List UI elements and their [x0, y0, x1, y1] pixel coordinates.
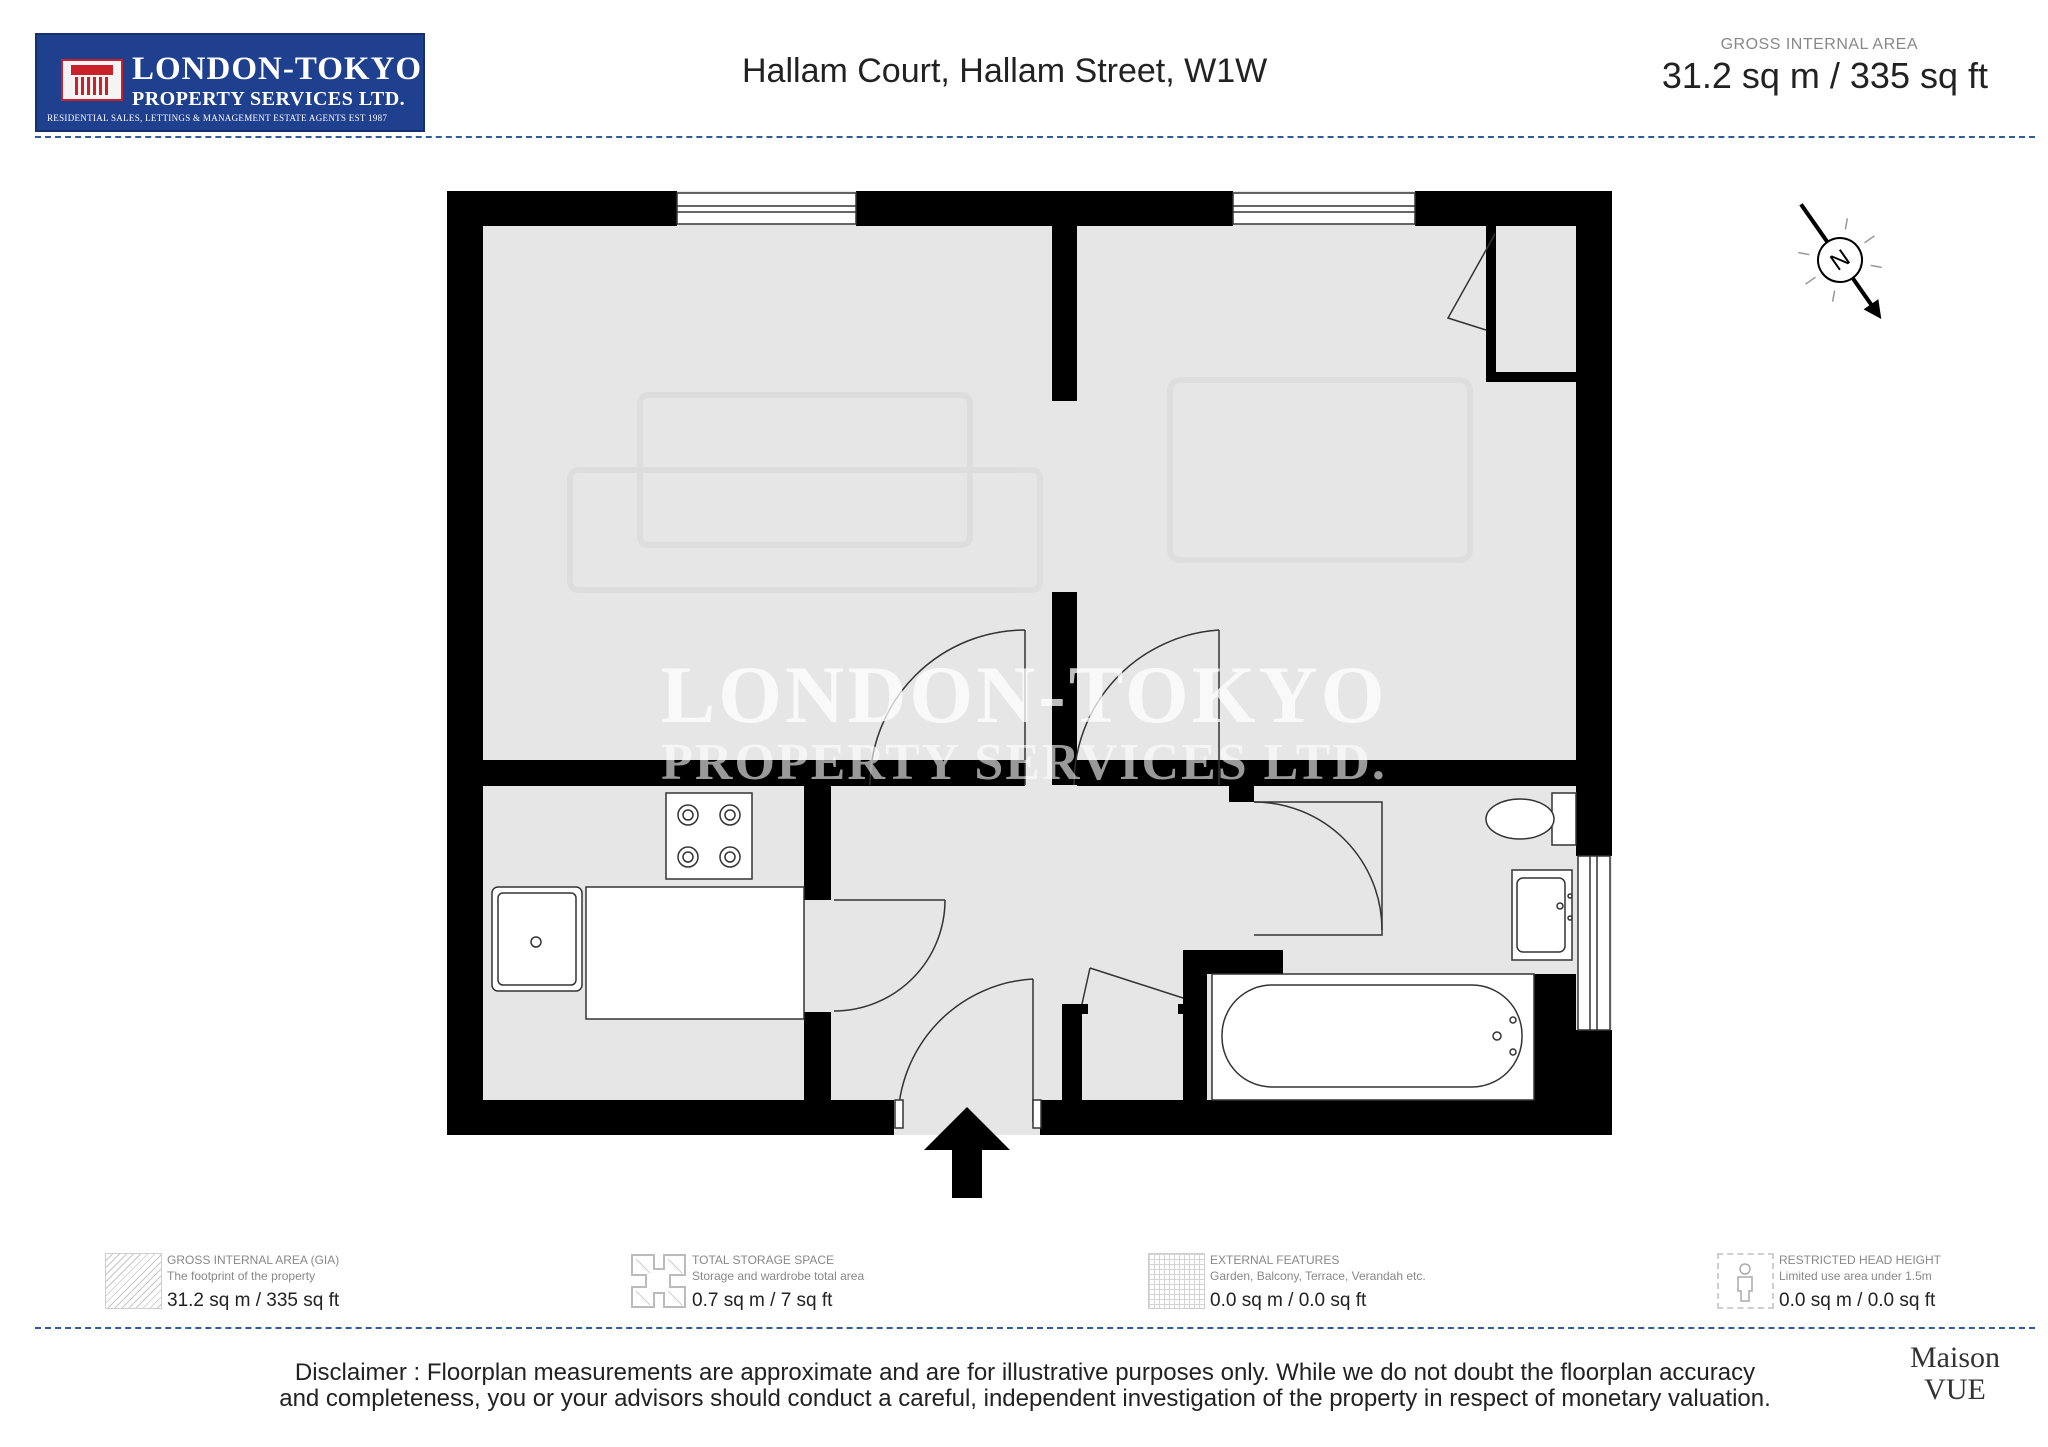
walls — [447, 191, 1612, 1135]
agency-logo: LONDON-TOKYO PROPERTY SERVICES LTD. RESI… — [35, 33, 425, 132]
logo-subtitle: PROPERTY SERVICES LTD. — [132, 88, 406, 110]
storage-icon — [630, 1253, 687, 1309]
maison-vue-logo: Maison VUE — [1905, 1342, 2005, 1406]
bathroom-fixtures — [1211, 792, 1577, 1101]
door-swings — [833, 233, 1496, 1129]
legend-value: 0.0 sq m / 0.0 sq ft — [1210, 1290, 1367, 1311]
legend-desc: Garden, Balcony, Terrace, Verandah etc. — [1210, 1269, 1426, 1283]
logo-tagline: RESIDENTIAL SALES, LETTINGS & MANAGEMENT… — [47, 113, 388, 123]
footer-divider — [35, 1327, 2035, 1329]
legend-desc: The footprint of the property — [167, 1269, 316, 1283]
logo-name: LONDON-TOKYO — [132, 51, 423, 87]
compass-icon — [1798, 203, 1882, 319]
brand-line2: VUE — [1924, 1373, 1986, 1406]
entrance-arrow-icon — [924, 1107, 1010, 1198]
legend-label: EXTERNAL FEATURES — [1210, 1253, 1340, 1267]
hatch-icon — [105, 1253, 162, 1309]
disclaimer-line1: Disclaimer : Floorplan measurements are … — [294, 1359, 1756, 1386]
legend-label: TOTAL STORAGE SPACE — [692, 1253, 835, 1267]
legend-desc: Storage and wardrobe total area — [692, 1269, 865, 1283]
header-divider — [35, 136, 2035, 138]
legend-value: 0.0 sq m / 0.0 sq ft — [1779, 1290, 1936, 1311]
legend-value: 31.2 sq m / 335 sq ft — [167, 1290, 340, 1311]
property-address: Hallam Court, Hallam Street, W1W — [742, 52, 1268, 90]
logo-building-icon — [61, 59, 123, 101]
gia-label: GROSS INTERNAL AREA — [1720, 36, 1918, 53]
disclaimer-line2: and completeness, you or your advisors s… — [279, 1385, 1771, 1412]
kitchen-fixtures — [491, 792, 805, 1020]
furniture-ghosts — [567, 377, 1473, 593]
watermark-line1: LONDON-TOKYO — [660, 649, 1388, 740]
legend-label: RESTRICTED HEAD HEIGHT — [1779, 1253, 1942, 1267]
disclaimer: Disclaimer : Floorplan measurements are … — [180, 1360, 1870, 1412]
grid-icon — [1148, 1253, 1205, 1309]
legend-label: GROSS INTERNAL AREA (GIA) — [167, 1253, 340, 1267]
legend-value: 0.7 sq m / 7 sq ft — [692, 1290, 833, 1311]
gia-value: 31.2 sq m / 335 sq ft — [1661, 55, 1988, 96]
windows — [676, 192, 1611, 1031]
brand-line1: Maison — [1910, 1341, 2000, 1374]
person-icon — [1717, 1253, 1774, 1309]
watermark-line2: PROPERTY SERVICES LTD. — [661, 734, 1387, 791]
legend-desc: Limited use area under 1.5m — [1779, 1269, 1932, 1283]
